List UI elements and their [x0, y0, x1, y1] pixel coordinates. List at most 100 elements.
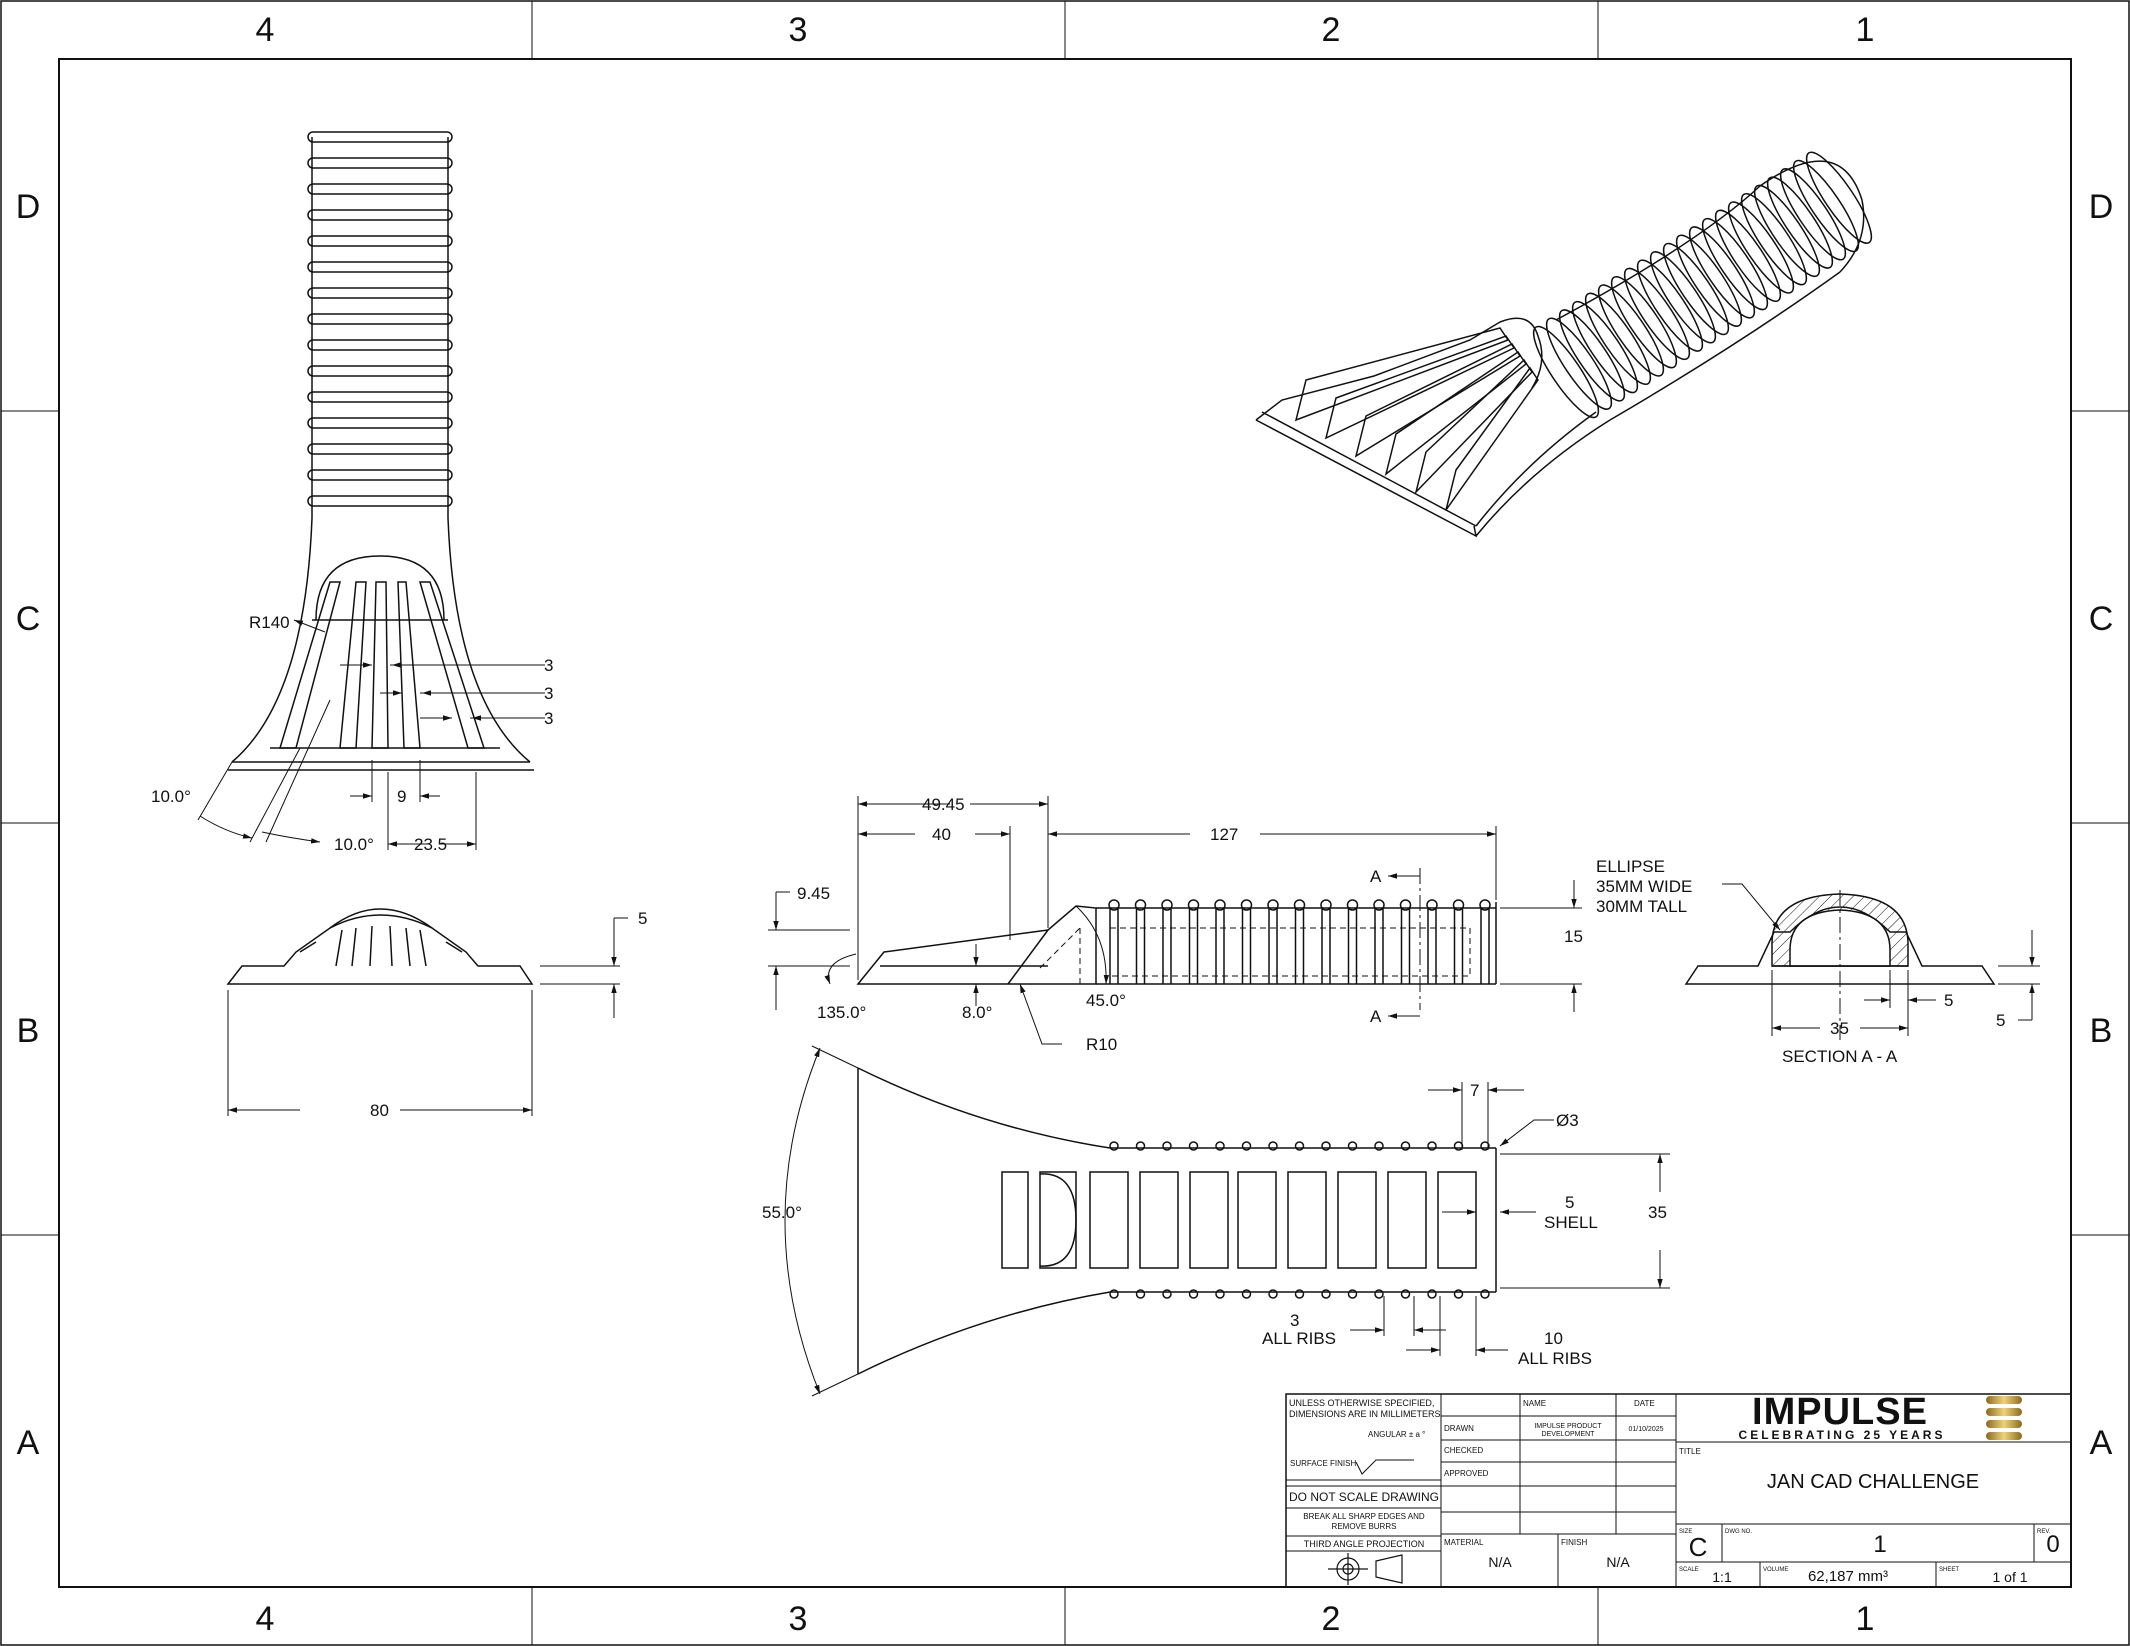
dim-rib-width-3: 3 — [1290, 1311, 1299, 1330]
zone-row-left-b: B — [17, 1012, 40, 1050]
side-view — [768, 796, 1582, 1045]
zone-col-bottom-1: 1 — [1856, 1600, 1875, 1638]
third-angle-symbol — [1328, 1553, 1403, 1585]
handle-rib — [307, 157, 453, 169]
bottom-rib-top — [1162, 1141, 1172, 1151]
bottom-rib-top — [1480, 1141, 1490, 1151]
rib-pocket — [1089, 1171, 1129, 1269]
zone-col-top-1: 1 — [1856, 11, 1875, 49]
iso-rib — [1545, 317, 1613, 410]
iso-rib — [1584, 292, 1652, 385]
iso-fin — [1384, 350, 1528, 476]
zone-row-right-b: B — [2090, 1012, 2113, 1050]
top-view-flared-head — [228, 517, 534, 771]
tb-size-label: SIZE — [1679, 1529, 1692, 1535]
tb-break-edges-1: BREAK ALL SHARP EDGES AND — [1303, 1512, 1425, 1521]
tb-rev-label: REV. — [2037, 1529, 2051, 1535]
iso-rib — [1688, 226, 1756, 319]
tb-approved-label: APPROVED — [1444, 1469, 1489, 1478]
dim-15: 15 — [1564, 927, 1583, 946]
bottom-rib-top — [1241, 1141, 1252, 1151]
section-view — [1684, 883, 2040, 1040]
tb-projection: THIRD ANGLE PROJECTION — [1304, 1539, 1425, 1549]
dim-49-45: 49.45 — [922, 795, 965, 814]
bottom-view — [784, 1045, 1670, 1397]
company-tagline: CELEBRATING 25 YEARS — [1739, 1428, 1946, 1442]
handle-rib — [307, 235, 453, 247]
bottom-rib-bottom — [1480, 1289, 1490, 1299]
bottom-rib-top — [1135, 1141, 1146, 1151]
section-cut-a-bottom: A — [1370, 1007, 1382, 1026]
dim-40: 40 — [932, 825, 951, 844]
dim-section-35: 35 — [1830, 1019, 1849, 1038]
tb-surface-finish: SURFACE FINISH — [1290, 1459, 1356, 1468]
note-30mm-tall: 30MM TALL — [1596, 897, 1687, 916]
rib-pocket — [1039, 1171, 1077, 1269]
side-rib — [1134, 899, 1147, 911]
handle-rib — [307, 339, 453, 351]
iso-rib — [1727, 201, 1795, 294]
tb-size: C — [1689, 1532, 1708, 1562]
bottom-rib-bottom — [1374, 1289, 1384, 1299]
zone-col-top-3: 3 — [789, 11, 808, 49]
side-rib — [1320, 899, 1332, 911]
bottom-rib-top — [1374, 1141, 1384, 1151]
section-view-labels: ELLIPSE 35MM WIDE 30MM TALL 35 5 5 SECTI… — [1596, 857, 2005, 1066]
iso-rib — [1623, 267, 1691, 361]
side-rib — [1187, 899, 1200, 911]
tb-checked-label: CHECKED — [1444, 1446, 1483, 1455]
tb-volume-label: VOLUME — [1763, 1567, 1788, 1573]
top-view-dimension-lines — [197, 619, 545, 850]
zone-row-left-c: C — [16, 600, 41, 638]
zone-col-bottom-2: 2 — [1322, 1600, 1341, 1638]
tb-drawn-date: 01/10/2025 — [1628, 1426, 1663, 1433]
tb-drawn-label: DRAWN — [1444, 1424, 1474, 1433]
dim-dia-3: Ø3 — [1556, 1111, 1579, 1130]
rib-pocket — [1287, 1171, 1327, 1269]
side-rib — [1267, 899, 1279, 911]
bottom-rib-bottom — [1135, 1289, 1146, 1299]
bottom-rib-top — [1400, 1141, 1411, 1151]
zone-row-right-d: D — [2089, 188, 2114, 226]
company-logo: IMPULSE — [1752, 1391, 1928, 1433]
logo-gold-spring-icon — [1986, 1396, 2022, 1440]
dim-rib-3-b: 3 — [544, 684, 553, 703]
zone-col-top-4: 4 — [256, 11, 275, 49]
handle-rib — [307, 443, 453, 455]
drawing-title: JAN CAD CHALLENGE — [1767, 1471, 1979, 1493]
handle-rib — [307, 209, 453, 221]
side-rib — [1426, 899, 1438, 911]
tb-scale: 1:1 — [1712, 1569, 1732, 1585]
dim-angle-135: 135.0° — [817, 1003, 866, 1022]
side-rib — [1479, 899, 1491, 911]
title-block-text: UNLESS OTHERWISE SPECIFIED, DIMENSIONS A… — [1289, 1391, 2060, 1585]
handle-rib — [307, 391, 453, 403]
tb-rev: 0 — [2046, 1531, 2059, 1558]
iso-rib — [1597, 284, 1665, 377]
tb-do-not-scale: DO NOT SCALE DRAWING — [1289, 1490, 1439, 1504]
iso-fin — [1294, 327, 1510, 422]
side-rib — [1399, 899, 1412, 911]
note-ellipse: ELLIPSE — [1596, 857, 1665, 876]
tb-sheet-label: SHEET — [1939, 1567, 1959, 1573]
dim-angle-10-left: 10.0° — [151, 787, 191, 806]
dim-rib-spacing-label: ALL RIBS — [1518, 1349, 1592, 1368]
bottom-rib-bottom — [1427, 1289, 1437, 1299]
surface-finish-symbol — [1355, 1459, 1414, 1475]
front-view — [226, 908, 628, 1116]
dim-pitch-7: 7 — [1470, 1081, 1479, 1100]
tb-notes-line2: DIMENSIONS ARE IN MILLIMETERS — [1289, 1409, 1441, 1419]
dim-section-5-height: 5 — [1996, 1011, 2005, 1030]
side-rib — [1240, 899, 1253, 911]
iso-rib — [1532, 325, 1600, 419]
bottom-rib-top — [1109, 1141, 1119, 1151]
note-35mm-wide: 35MM WIDE — [1596, 877, 1692, 896]
iso-rib — [1558, 309, 1626, 402]
dim-gap-9: 9 — [397, 787, 406, 806]
iso-rib — [1792, 159, 1860, 253]
side-rib — [1346, 899, 1359, 911]
rib-pocket — [1139, 1171, 1179, 1269]
tb-dwg-label: DWG NO. — [1725, 1529, 1752, 1535]
dim-angle-45: 45.0° — [1086, 991, 1126, 1010]
